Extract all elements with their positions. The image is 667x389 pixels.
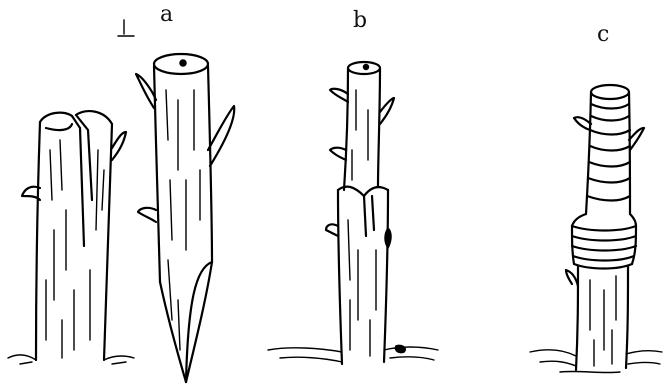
wrapped-graft [530, 85, 662, 373]
label-a: a [160, 4, 173, 26]
split-rootstock [8, 111, 134, 364]
label-c: c [597, 24, 609, 46]
joined-graft [268, 62, 438, 364]
wedge-scion [136, 54, 234, 382]
label-b: b [353, 10, 367, 32]
